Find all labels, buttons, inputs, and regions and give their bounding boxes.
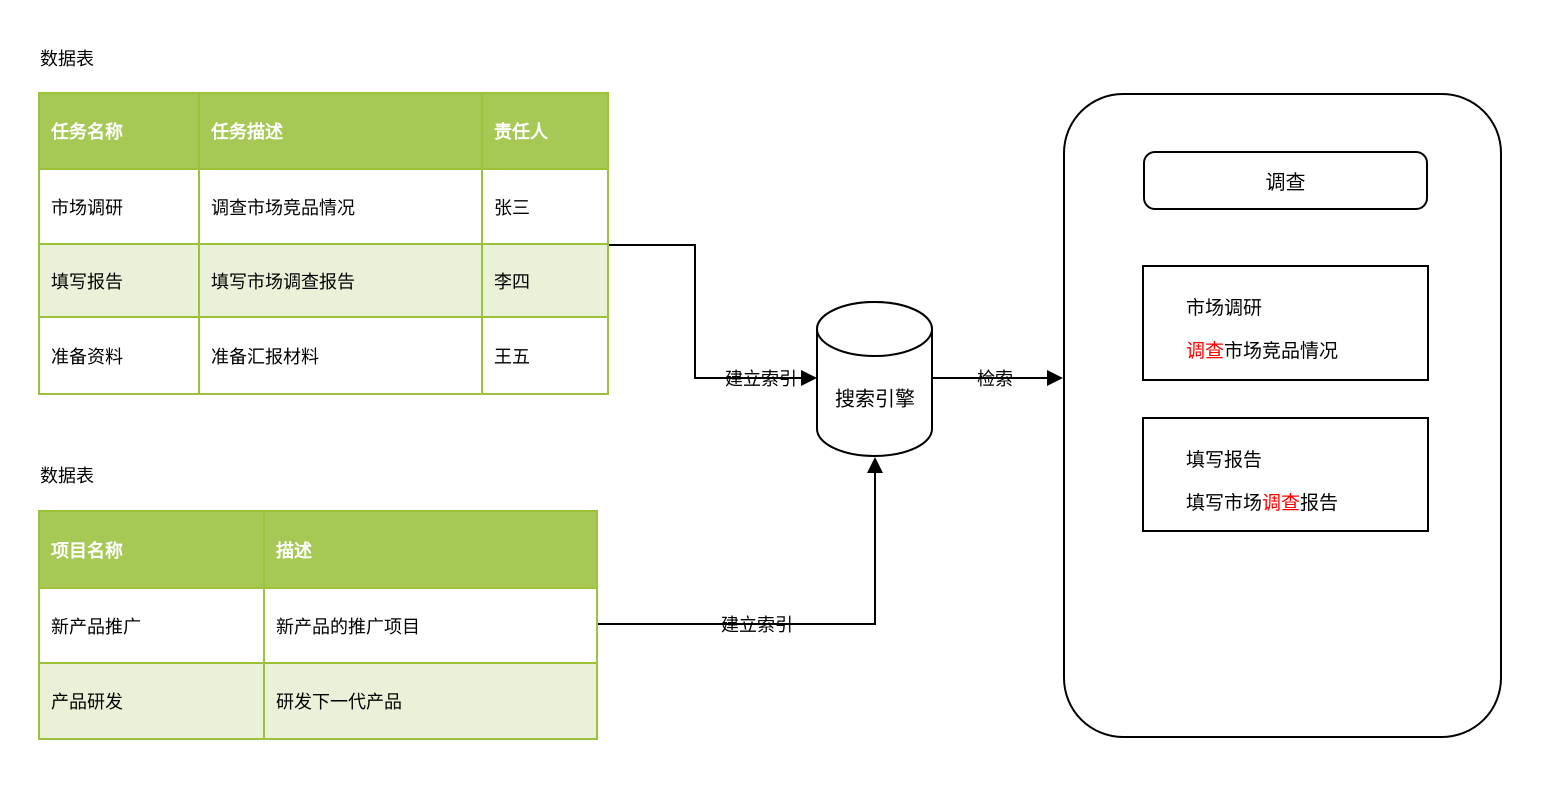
table1-tasks: 任务名称 任务描述 责任人 市场调研 调查市场竞品情况 张三 填写报告 填写市场… <box>38 92 609 395</box>
arrowhead-table2-to-engine <box>867 457 883 473</box>
table-cell: 准备汇报材料 <box>198 316 483 395</box>
result-title: 市场调研 <box>1186 298 1263 319</box>
label-retrieve: 检索 <box>977 369 1013 389</box>
database-cylinder-icon <box>816 301 933 457</box>
search-query-box: 调查 <box>1143 151 1428 210</box>
result-desc-before: 填写市场 <box>1186 493 1263 514</box>
table-row: 准备资料 准备汇报材料 王五 <box>38 316 609 395</box>
search-results-panel: 调查 市场调研 调查市场竞品情况 填写报告 填写市场调查报告 <box>1063 93 1502 738</box>
table-cell: 研发下一代产品 <box>263 662 598 740</box>
table2-header-desc: 描述 <box>263 510 598 589</box>
table1-title: 数据表 <box>40 49 94 69</box>
table2-header-project-name: 项目名称 <box>38 510 265 589</box>
table-cell: 张三 <box>481 168 609 245</box>
table2-projects: 项目名称 描述 新产品推广 新产品的推广项目 产品研发 研发下一代产品 <box>38 510 598 740</box>
result-desc-after: 市场竞品情况 <box>1224 341 1339 362</box>
arrowhead-table1-to-engine <box>801 370 817 386</box>
table1-header-row: 任务名称 任务描述 责任人 <box>38 92 609 170</box>
label-build-index-2: 建立索引 <box>721 615 793 635</box>
result-desc-highlight: 调查 <box>1262 493 1301 514</box>
table-cell: 填写报告 <box>38 243 200 318</box>
table-cell: 准备资料 <box>38 316 200 395</box>
connector-table2-to-engine <box>570 473 876 625</box>
result-desc-after: 报告 <box>1300 493 1339 514</box>
result-item: 市场调研 调查市场竞品情况 <box>1142 265 1429 381</box>
table-cell: 李四 <box>481 243 609 318</box>
result-title: 填写报告 <box>1186 450 1263 471</box>
table-row: 新产品推广 新产品的推广项目 <box>38 587 598 664</box>
search-engine-label: 搜索引擎 <box>835 388 915 411</box>
table-row: 产品研发 研发下一代产品 <box>38 662 598 740</box>
search-query-text: 调查 <box>1265 172 1306 194</box>
table1-header-task-desc: 任务描述 <box>198 92 483 170</box>
table-cell: 王五 <box>481 316 609 395</box>
table-cell: 产品研发 <box>38 662 265 740</box>
table-cell: 新产品的推广项目 <box>263 587 598 664</box>
table-cell: 填写市场调查报告 <box>198 243 483 318</box>
table1-header-task-name: 任务名称 <box>38 92 200 170</box>
result-desc-highlight: 调查 <box>1186 341 1225 362</box>
arrowhead-engine-to-panel <box>1047 370 1063 386</box>
table2-header-row: 项目名称 描述 <box>38 510 598 589</box>
table2-title: 数据表 <box>40 466 94 486</box>
table-cell: 新产品推广 <box>38 587 265 664</box>
result-desc: 填写市场调查报告 <box>1186 482 1427 525</box>
table1-header-owner: 责任人 <box>481 92 609 170</box>
label-build-index-1: 建立索引 <box>725 369 797 389</box>
table-cell: 市场调研 <box>38 168 200 245</box>
table-row: 填写报告 填写市场调查报告 李四 <box>38 243 609 318</box>
table-cell: 调查市场竞品情况 <box>198 168 483 245</box>
result-item: 填写报告 填写市场调查报告 <box>1142 417 1429 532</box>
result-desc: 调查市场竞品情况 <box>1186 330 1427 373</box>
connector-table1-to-engine <box>568 244 801 379</box>
table-row: 市场调研 调查市场竞品情况 张三 <box>38 168 609 245</box>
